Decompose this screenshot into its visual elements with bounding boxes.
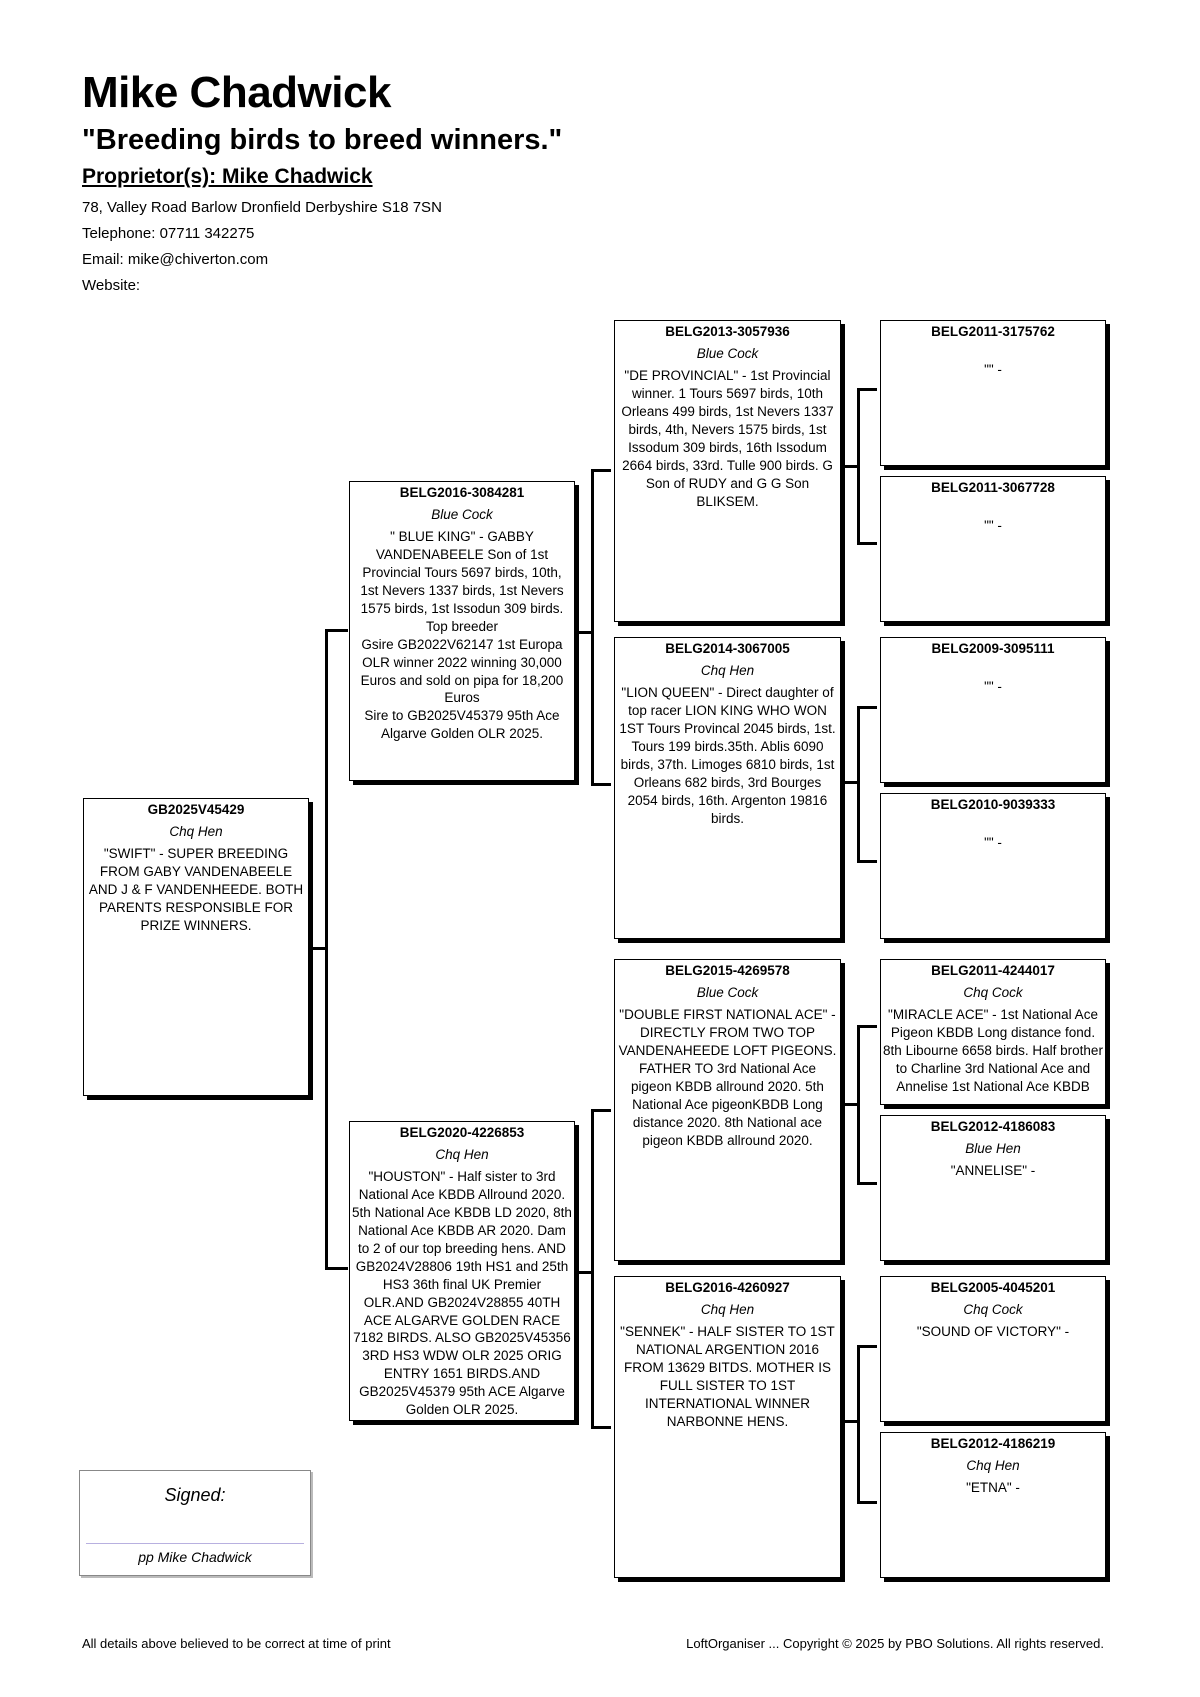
sire-card: BELG2016-3084281 Blue Cock " BLUE KING" …	[349, 481, 575, 781]
great-grandparent-card: BELG2010-9039333 "" -	[880, 793, 1106, 939]
connector	[857, 388, 860, 545]
bird-description: "" -	[984, 678, 1002, 694]
connector	[857, 860, 877, 863]
dam-card: BELG2020-4226853 Chq Hen "HOUSTON" - Hal…	[349, 1121, 575, 1421]
ring-number: BELG2011-3175762	[931, 324, 1055, 339]
granddam-dam-side-card: BELG2016-4260927 Chq Hen "SENNEK" - HALF…	[614, 1276, 841, 1578]
colour-sex: Chq Hen	[700, 1301, 755, 1317]
bird-description: " BLUE KING" - GABBY VANDENABEELE Son of…	[360, 528, 564, 742]
great-grandparent-card: BELG2012-4186219 Chq Hen "ETNA" -	[880, 1432, 1106, 1578]
connector	[857, 1345, 860, 1504]
signatory-name: pp Mike Chadwick	[138, 1549, 252, 1565]
bird-description: "" -	[984, 361, 1002, 377]
bird-description: "ANNELISE" -	[950, 1162, 1036, 1178]
connector	[591, 1426, 611, 1429]
connector	[857, 706, 860, 863]
bird-description: "" -	[984, 834, 1002, 850]
ring-number: BELG2012-4186219	[930, 1436, 1056, 1451]
signature-line	[86, 1543, 304, 1544]
connector	[857, 542, 877, 545]
bird-description: "LION QUEEN" - Direct daughter of top ra…	[619, 684, 836, 826]
connector	[325, 629, 348, 632]
grandsire-dam-side-card: BELG2015-4269578 Blue Cock "DOUBLE FIRST…	[614, 959, 841, 1261]
bird-description: "SOUND OF VICTORY" -	[916, 1323, 1070, 1339]
website: Website:	[82, 277, 141, 294]
colour-sex: Chq Hen	[966, 1457, 1020, 1473]
connector	[591, 469, 594, 786]
bird-description: "DOUBLE FIRST NATIONAL ACE" - DIRECTLY F…	[618, 1006, 837, 1148]
connector	[591, 469, 611, 472]
telephone: Telephone: 07711 342275	[82, 225, 255, 242]
connector	[591, 1109, 611, 1112]
connector	[325, 629, 328, 1270]
colour-sex: Blue Cock	[696, 984, 759, 1000]
great-grandparent-card: BELG2005-4045201 Chq Cock "SOUND OF VICT…	[880, 1276, 1106, 1422]
ring-number: BELG2011-4244017	[931, 963, 1055, 978]
signature-box: Signed: pp Mike Chadwick	[79, 1470, 311, 1576]
connector	[857, 706, 877, 709]
signed-label: Signed:	[164, 1485, 226, 1505]
great-grandparent-card: BELG2011-3175762 "" -	[880, 320, 1106, 466]
grandsire-sire-side-card: BELG2013-3057936 Blue Cock "DE PROVINCIA…	[614, 320, 841, 622]
connector	[857, 1182, 877, 1185]
connector	[591, 1109, 594, 1429]
connector	[577, 631, 593, 634]
great-grandparent-card: BELG2012-4186083 Blue Hen "ANNELISE" -	[880, 1115, 1106, 1261]
connector	[857, 1025, 877, 1028]
connector	[577, 1271, 593, 1274]
owner-name: Mike Chadwick	[82, 68, 391, 117]
connector	[843, 1420, 859, 1423]
bird-description: "" -	[984, 517, 1002, 533]
colour-sex: Blue Cock	[696, 345, 759, 361]
footer-disclaimer: All details above believed to be correct…	[82, 1636, 391, 1651]
colour-sex: Chq Hen	[435, 1146, 489, 1162]
ring-number: BELG2005-4045201	[930, 1280, 1056, 1295]
ring-number: BELG2010-9039333	[930, 797, 1056, 812]
bird-description: "HOUSTON" - Half sister to 3rd National …	[352, 1168, 572, 1418]
ring-number: BELG2016-3084281	[399, 485, 525, 500]
bird-description: "ETNA" -	[966, 1479, 1020, 1495]
ring-number: BELG2012-4186083	[930, 1119, 1056, 1134]
colour-sex: Blue Cock	[431, 506, 493, 522]
address: 78, Valley Road Barlow Dronfield Derbysh…	[82, 199, 442, 216]
connector	[857, 388, 877, 391]
connector	[325, 1267, 348, 1270]
ring-number: BELG2013-3057936	[665, 324, 790, 339]
email: Email: mike@chiverton.com	[82, 251, 269, 268]
ring-number: GB2025V45429	[147, 802, 245, 817]
great-grandparent-card: BELG2011-4244017 Chq Cock "MIRACLE ACE" …	[880, 959, 1106, 1105]
ring-number: BELG2014-3067005	[665, 641, 790, 656]
ring-number: BELG2016-4260927	[665, 1280, 790, 1295]
bird-description: "SWIFT" - SUPER BREEDING FROM GABY VANDE…	[88, 845, 304, 933]
proprietor: Proprietor(s): Mike Chadwick	[82, 165, 373, 188]
bird-description: "DE PROVINCIAL" - 1st Provincial winner.…	[621, 367, 834, 509]
colour-sex: Chq Cock	[963, 1301, 1023, 1317]
connector	[311, 947, 327, 950]
footer-copyright: LoftOrganiser ... Copyright © 2025 by PB…	[686, 1636, 1104, 1651]
ring-number: BELG2011-3067728	[931, 480, 1055, 495]
colour-sex: Chq Hen	[169, 823, 223, 839]
ring-number: BELG2020-4226853	[399, 1125, 525, 1140]
granddam-sire-side-card: BELG2014-3067005 Chq Hen "LION QUEEN" - …	[614, 637, 841, 939]
bird-description: "SENNEK" - HALF SISTER TO 1ST NATIONAL A…	[620, 1323, 835, 1429]
colour-sex: Blue Hen	[965, 1140, 1021, 1156]
connector	[843, 465, 859, 468]
connector	[591, 783, 611, 786]
connector	[843, 1103, 859, 1106]
great-grandparent-card: BELG2009-3095111 "" -	[880, 637, 1106, 783]
connector	[857, 1501, 877, 1504]
ring-number: BELG2009-3095111	[931, 641, 1055, 656]
connector	[857, 1025, 860, 1185]
bird-description: "MIRACLE ACE" - 1st National Ace Pigeon …	[883, 1006, 1103, 1094]
connector	[857, 1345, 877, 1348]
colour-sex: Chq Cock	[963, 984, 1023, 1000]
motto: "Breeding birds to breed winners."	[82, 124, 563, 156]
colour-sex: Chq Hen	[700, 662, 755, 678]
connector	[843, 781, 859, 784]
subject-bird-card: GB2025V45429 Chq Hen "SWIFT" - SUPER BRE…	[83, 798, 309, 1096]
great-grandparent-card: BELG2011-3067728 "" -	[880, 476, 1106, 622]
ring-number: BELG2015-4269578	[665, 963, 790, 978]
